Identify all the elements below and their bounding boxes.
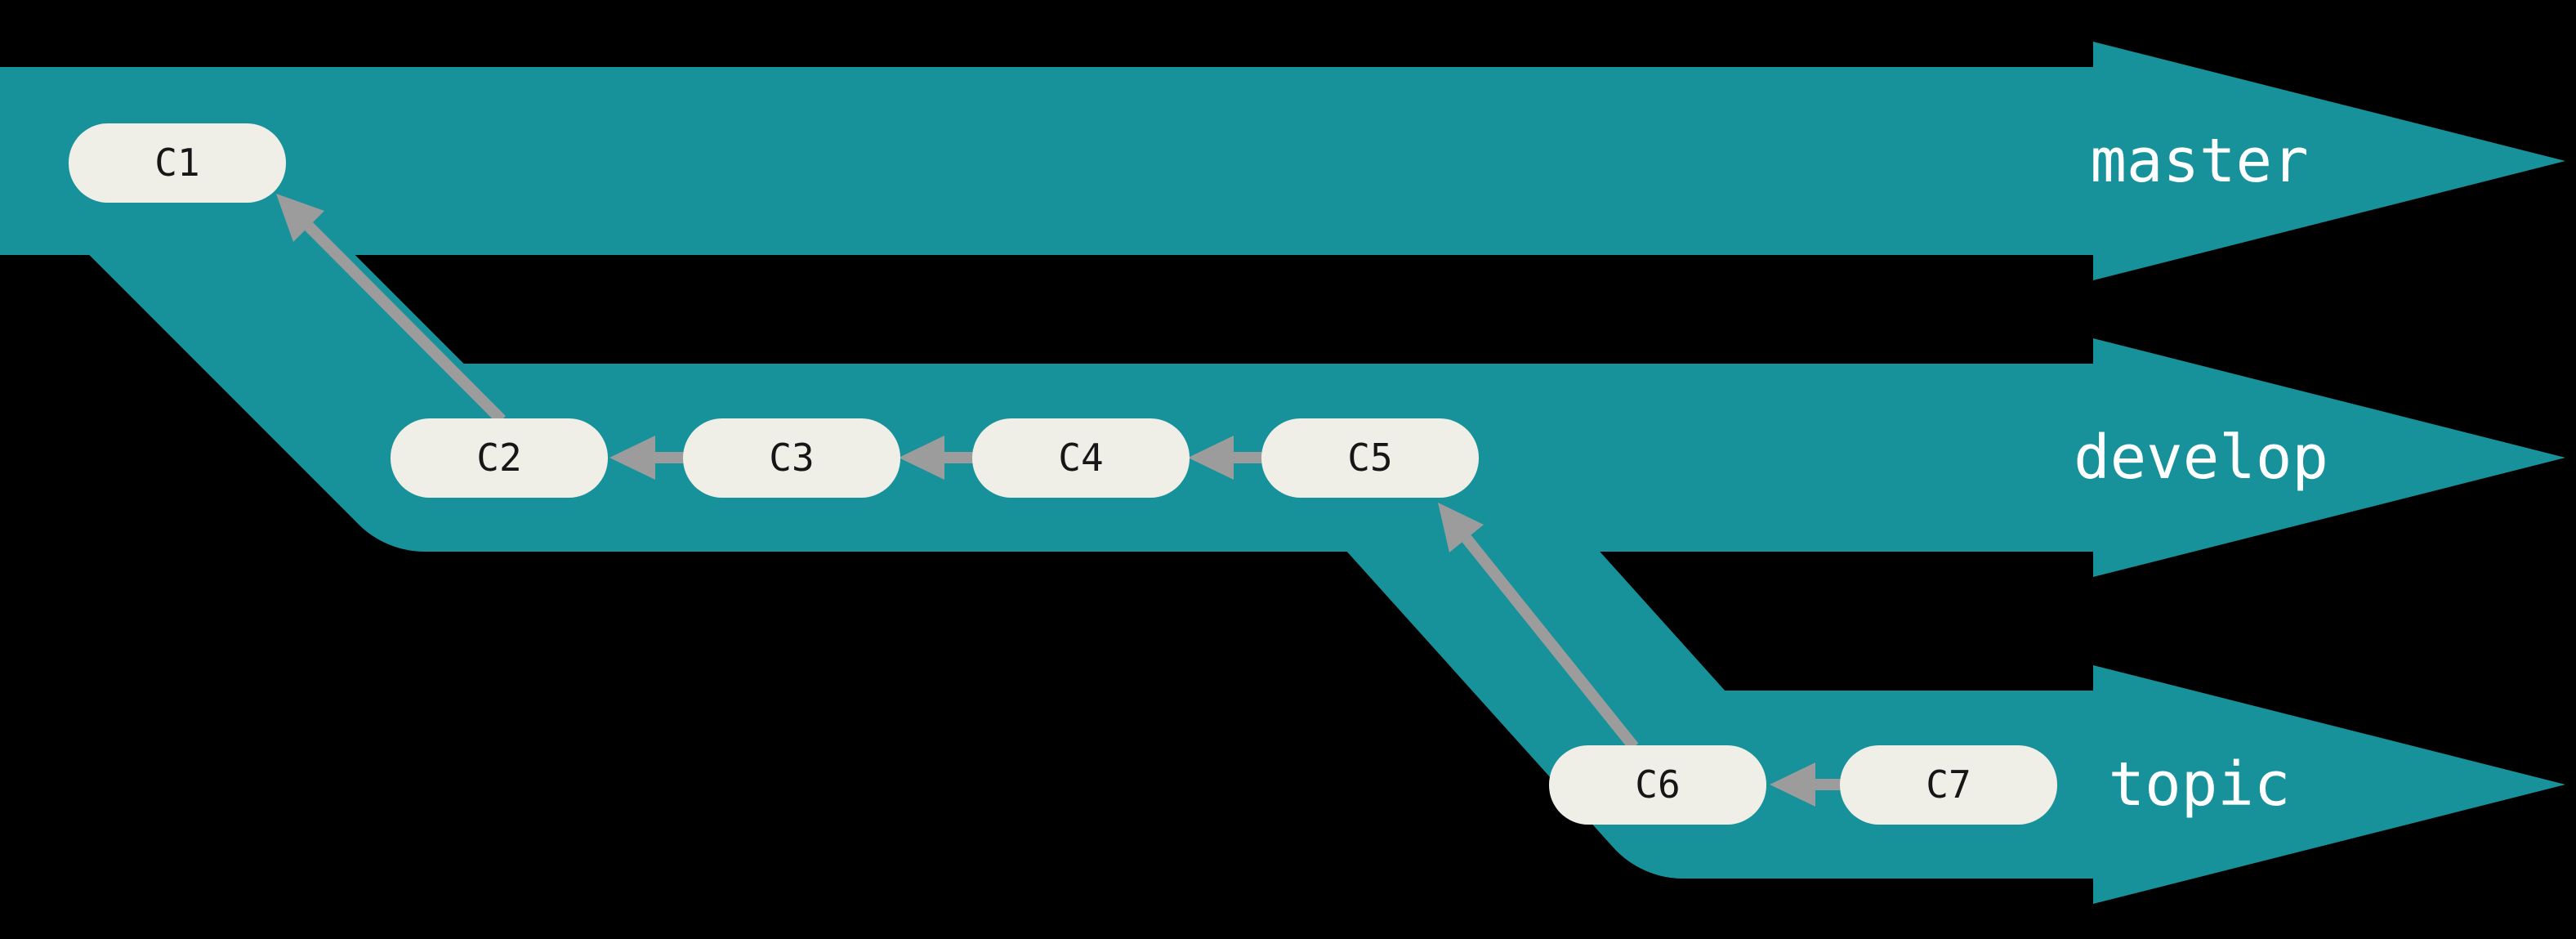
commit-node-c6: C6 [1549, 745, 1766, 825]
arrow-head-icon [1188, 436, 1234, 480]
commit-pill [1261, 418, 1479, 498]
commit-pill [972, 418, 1190, 498]
commit-node-c2: C2 [391, 418, 608, 498]
arrow-shaft [1462, 534, 1639, 751]
commit-arrow-c3-to-c2 [609, 436, 686, 480]
branch-master [0, 42, 2565, 280]
commit-label-c7: C7 [1926, 762, 1971, 807]
commit-label-c1: C1 [154, 141, 199, 185]
commit-node-c3: C3 [683, 418, 900, 498]
commit-arrow-c5-to-c4 [1188, 436, 1265, 480]
commit-arrow-c7-to-c6 [1770, 762, 1843, 807]
arrow-head-icon [1770, 762, 1815, 807]
commit-node-c4: C4 [972, 418, 1190, 498]
commit-pill [391, 418, 608, 498]
commit-arrow-c6-to-c5 [1438, 503, 1639, 751]
commit-arrow-c4-to-c3 [899, 436, 975, 480]
topic-arrowhead-icon [2093, 665, 2565, 904]
commit-label-c2: C2 [476, 436, 521, 480]
master-arrowhead-icon [2093, 42, 2565, 280]
branch-label-develop: develop [2074, 423, 2328, 493]
commit-pill [69, 123, 286, 203]
develop-arrowhead-icon [2093, 338, 2565, 577]
commit-pill [1549, 745, 1766, 825]
arrow-head-icon [276, 194, 324, 242]
commit-node-c1: C1 [69, 123, 286, 203]
commit-node-c5: C5 [1261, 418, 1479, 498]
commit-label-c3: C3 [769, 436, 814, 480]
commit-node-c7: C7 [1840, 745, 2057, 825]
arrow-head-icon [1438, 503, 1484, 552]
arrow-shaft [305, 222, 506, 424]
commit-pill [1840, 745, 2057, 825]
commit-label-c6: C6 [1635, 762, 1680, 807]
arrow-head-icon [609, 436, 655, 480]
commit-arrow-c2-to-c1 [276, 194, 506, 424]
commit-label-c4: C4 [1058, 436, 1103, 480]
branch-label-topic: topic [2109, 749, 2291, 820]
commit-pill [683, 418, 900, 498]
arrow-head-icon [899, 436, 944, 480]
branch-label-master: master [2090, 126, 2308, 196]
commit-label-c5: C5 [1347, 436, 1392, 480]
